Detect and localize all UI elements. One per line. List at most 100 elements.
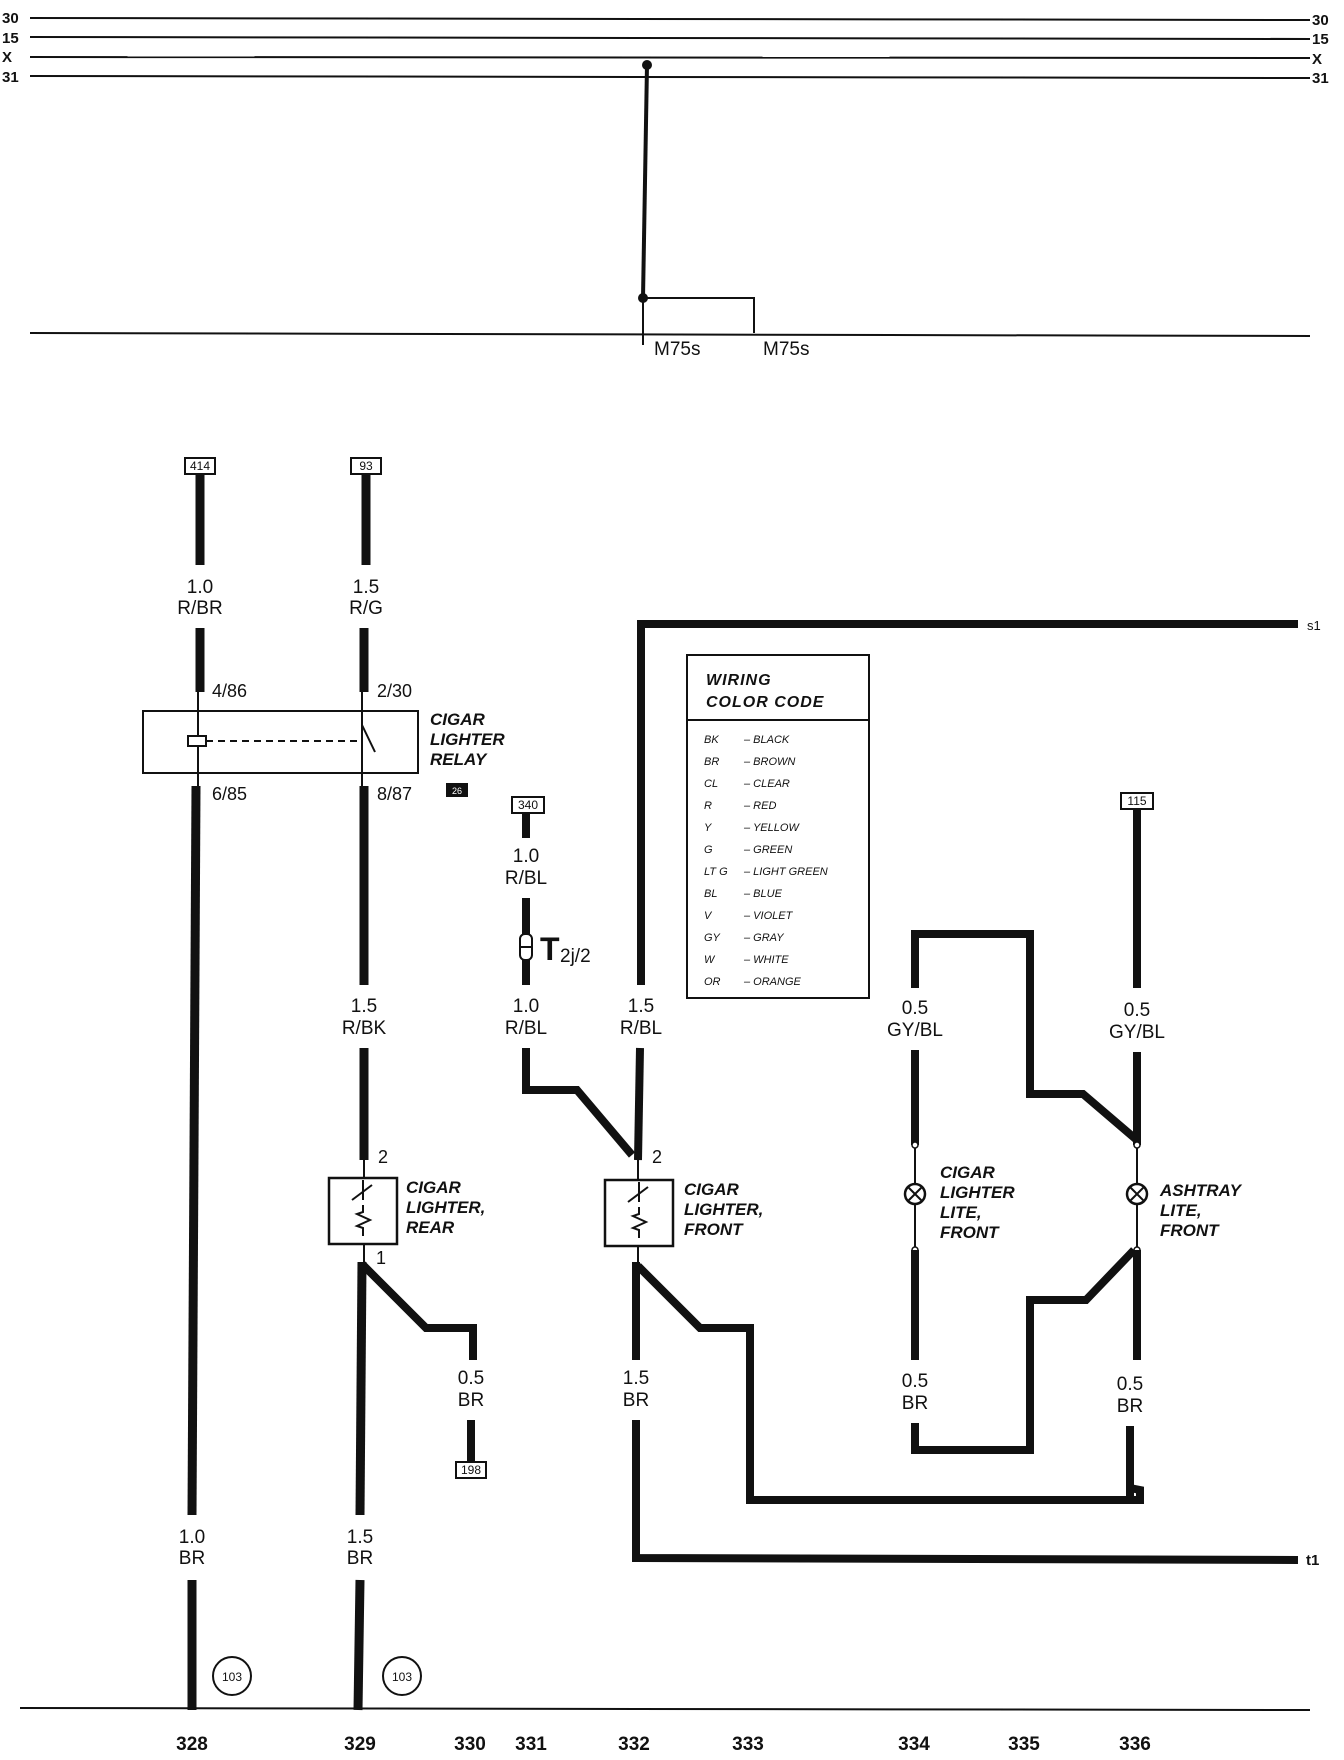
legend-code: R [704,800,712,812]
legend-color-name: – WHITE [743,954,789,966]
circuit-334-336: 0.5 GY/BL CIGAR LIGHTER LITE, FRONT 0.5 … [887,792,1243,1500]
legend-code: Y [704,822,712,834]
relay-coil-icon [187,735,207,747]
ground-point-103-a [212,1656,252,1696]
relay-switch-icon [361,724,376,753]
cigar-lighter-rear-icon [351,1180,373,1236]
relay-label-3: RELAY [430,750,488,769]
circuit-332: s1 1.5 R/BL 2 CIGAR LIGHTER, FRONT 1.5 B… [603,618,1321,1569]
legend-code: BK [704,734,719,746]
circuit-329: 93 1.5 R/G 2/30 8/87 1.5 R/BK 2 CIGAR LI… [327,457,487,1711]
lite-front-label-2: LIGHTER [940,1183,1015,1202]
ref-box-198 [455,1461,487,1479]
lighter-rear-label-1: CIGAR [406,1178,462,1197]
bus-label-right-31: 31 [1312,70,1329,87]
legend-code: BR [704,756,719,768]
wire-334-bot-gauge: 0.5 [902,1371,928,1392]
legend-color-name: – BLACK [743,734,790,746]
wire-334-top-gauge: 0.5 [902,998,928,1019]
legend-code: V [704,910,713,922]
legend-title-2: COLOR CODE [706,694,825,711]
legend-code: LT G [704,866,728,878]
cigar-lighter-front-icon [627,1182,649,1238]
lighter-front-label-3: FRONT [684,1220,744,1239]
wire-328-top-gauge: 1.0 [187,577,213,598]
ashtray-lite-icon [1125,1182,1149,1206]
wire-336-bot-gauge: 0.5 [1117,1374,1143,1395]
wire-329-bot-gauge: 1.5 [347,1527,373,1548]
cigar-lighter-lite-icon [903,1182,927,1206]
wire-334-bot-color: BR [902,1393,928,1414]
wire-328-bot-gauge: 1.0 [179,1527,205,1548]
lite-front-label-4: FRONT [940,1223,1000,1242]
column-number: 331 [515,1734,547,1755]
relay-label-1: CIGAR [430,710,486,729]
legend-color-name: – RED [743,800,776,812]
relay-label-2: LIGHTER [430,730,505,749]
wiring-color-legend: WIRING COLOR CODE BK – BLACK BR – BROWN CL – … [686,654,870,999]
bus-31-line [29,75,1311,79]
bus-label-left-15: 15 [2,30,19,47]
column-number: 333 [732,1734,764,1755]
bus-30-line [29,17,1311,21]
circuit-331: 340 1.0 R/BL T 2j/2 1.0 R/BL [505,796,636,1158]
wire-329-mid-gauge: 1.5 [351,996,377,1017]
bus-label-right-x: X [1312,51,1322,68]
wire-332-bot-color: BR [623,1390,649,1411]
legend-title-1: WIRING [706,672,772,689]
wire-330-gauge: 0.5 [458,1368,484,1389]
connector-sub: 2j/2 [560,946,591,967]
lighter-front-label-2: LIGHTER, [684,1200,763,1219]
ground-103-b-label: 103 [392,1670,412,1684]
connector-letter: T [540,931,560,967]
legend-color-name: – YELLOW [743,822,800,834]
pin-8-87: 8/87 [377,784,412,804]
ref-414-label: 414 [190,459,210,473]
pin-2-30: 2/30 [377,681,412,701]
ashtray-label-2: LITE, [1160,1201,1202,1220]
bus-label-left-x: X [2,49,12,66]
lighter-front-label-1: CIGAR [684,1180,740,1199]
circuit-328: 414 1.0 R/BR 4/86 6/85 1.0 BR 103 [177,457,252,1710]
legend-color-name: – BLUE [743,888,783,900]
legend-color-name: – GRAY [743,932,784,944]
column-number: 335 [1008,1734,1040,1755]
legend-code: CL [704,778,718,790]
pin-rear-2: 2 [378,1147,388,1167]
ref-93-label: 93 [359,459,373,473]
splice-label-left: M75s [654,339,700,360]
ashtray-label-1: ASHTRAY [1159,1181,1243,1200]
bus-label-right-30: 30 [1312,12,1329,29]
lite-front-label-1: CIGAR [940,1163,996,1182]
column-number: 329 [344,1734,376,1755]
legend-color-name: – GREEN [743,844,792,856]
wire-336-top-gauge: 0.5 [1124,1000,1150,1021]
pin-6-85: 6/85 [212,784,247,804]
wire-328-bot-color: BR [179,1548,205,1569]
column-number: 328 [176,1734,208,1755]
legend-box [686,654,870,999]
wire-332-top-color: R/BL [620,1018,662,1039]
legend-color-name: – BROWN [743,756,795,768]
wire-331-top-gauge: 1.0 [513,846,539,867]
wire-331-top-color: R/BL [505,868,547,889]
legend-code: OR [704,976,721,988]
bus-label-right-15: 15 [1312,31,1329,48]
splice-label-right: M75s [763,339,809,360]
legend-code: BL [704,888,717,900]
pin-rear-1: 1 [376,1248,386,1268]
column-number: 332 [618,1734,650,1755]
ref-340-label: 340 [518,798,538,812]
ashtray-label-3: FRONT [1160,1221,1220,1240]
bus-lines: 30 15 X 31 30 15 X 31 [2,10,1329,87]
continuation-s1: s1 [1307,618,1321,633]
wire-329-top-gauge: 1.5 [353,577,379,598]
ref-box-26 [446,783,468,797]
wire-334-top-color: GY/BL [887,1020,943,1041]
wire-328-top-color: R/BR [177,598,222,619]
ground-splice: M75s M75s [29,60,1311,360]
ref-115-label: 115 [1127,794,1146,808]
